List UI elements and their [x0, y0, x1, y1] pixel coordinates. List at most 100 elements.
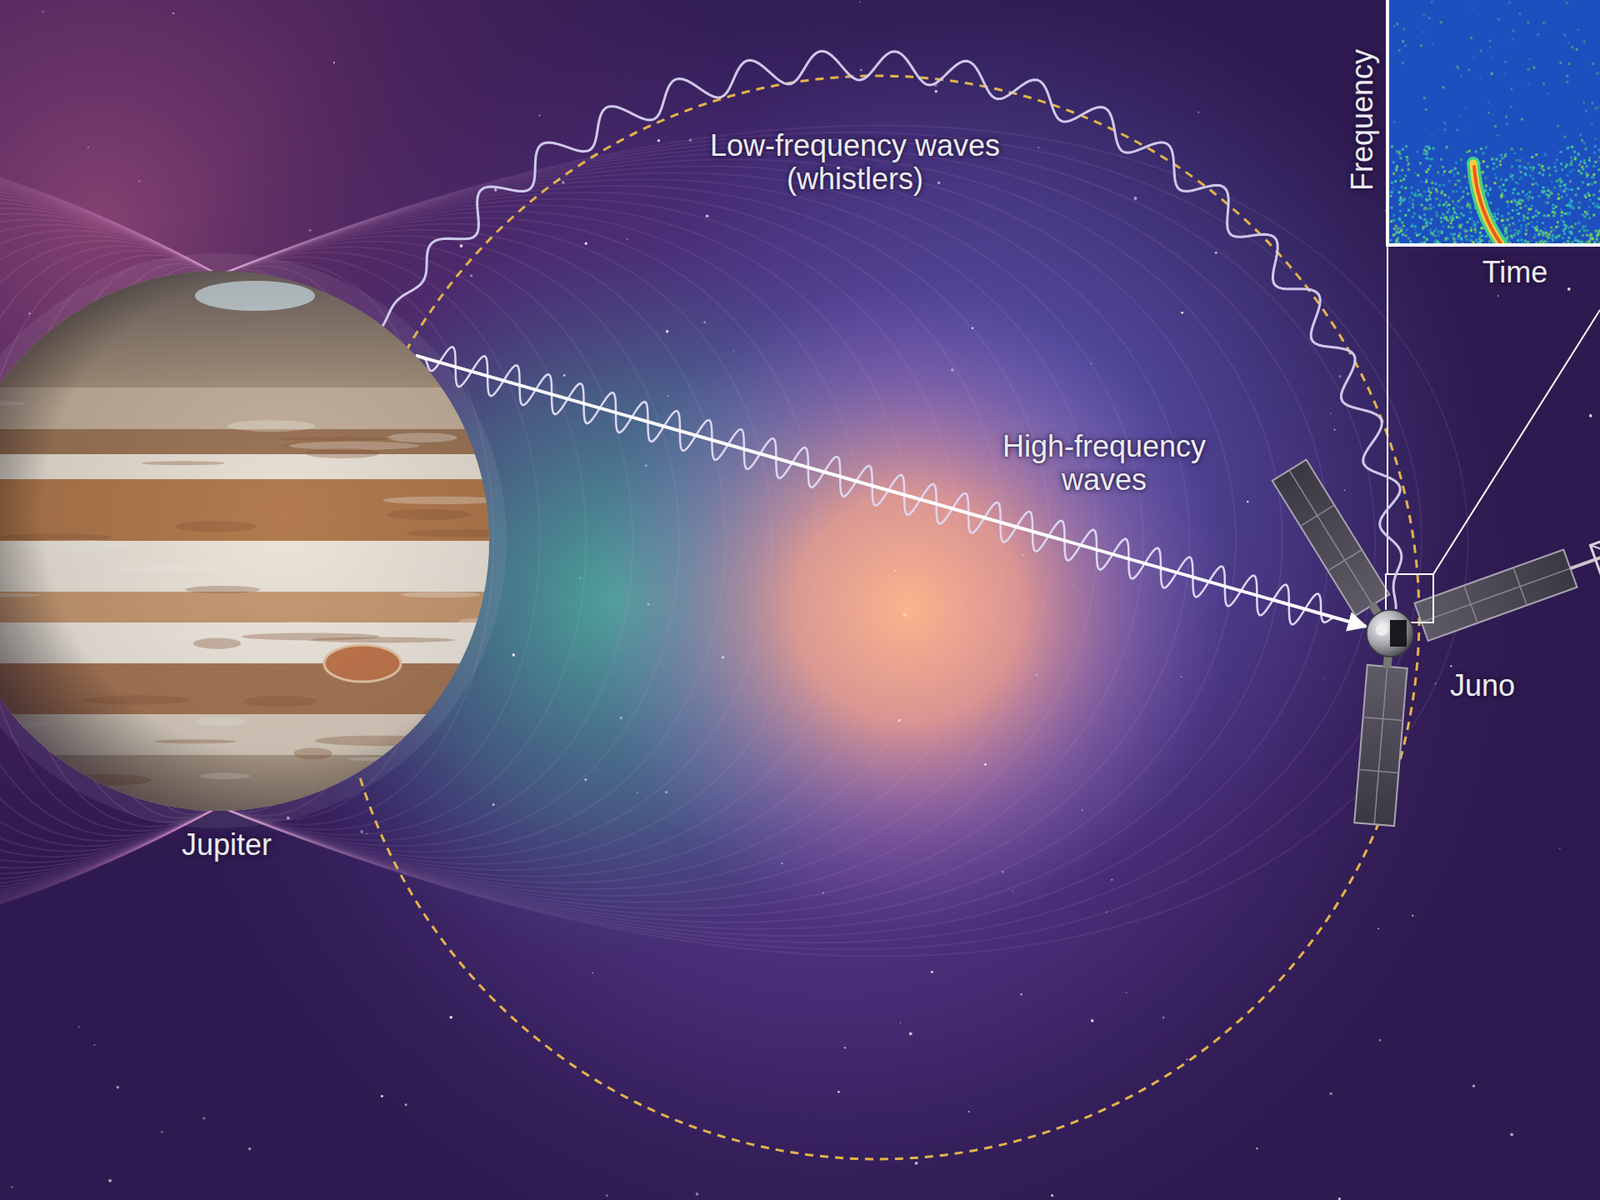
spectrogram-speckle [1565, 80, 1569, 84]
spectrogram-speckle [1533, 236, 1536, 240]
spectrogram-speckle [1484, 176, 1487, 180]
spectrogram-speckle [1430, 218, 1433, 221]
spectrogram-speckle [1500, 194, 1503, 197]
spectrogram-speckle [1443, 215, 1446, 219]
spectrogram-speckle [1502, 183, 1505, 186]
spectrogram-speckle [1519, 170, 1522, 174]
spectrogram-speckle [1493, 212, 1496, 215]
spectrogram-speckle [1508, 0, 1511, 4]
spectrogram-speckle [1538, 233, 1541, 236]
spectrogram-speckle [1398, 150, 1401, 153]
spectrogram-speckle [1583, 161, 1586, 165]
spectrogram-speckle [1398, 203, 1401, 206]
spectrogram-speckle [1471, 235, 1475, 238]
spectrogram-speckle [1553, 211, 1556, 215]
spectrogram-speckle [1434, 235, 1437, 238]
spectrogram-speckle [1588, 182, 1591, 185]
spectrogram-speckle [1504, 225, 1507, 228]
spectrogram-speckle [1556, 124, 1560, 127]
spectrogram-speckle [1445, 145, 1449, 149]
spectrogram-speckle [1598, 155, 1600, 159]
spectrogram-speckle [1525, 192, 1529, 195]
spectrogram-speckle [1516, 239, 1520, 242]
spectrogram-speckle [1564, 165, 1567, 169]
spectrogram-speckle [1414, 191, 1417, 195]
spectrogram-speckle [1550, 230, 1553, 233]
spectrogram-speckle [1579, 133, 1582, 136]
spectrogram-speckle [1414, 225, 1417, 228]
spectrogram-speckle [1584, 147, 1587, 150]
star [380, 1095, 384, 1098]
zoom-line [1386, 246, 1389, 575]
spectrogram-speckle [1536, 33, 1540, 36]
spectrogram-speckle [1527, 68, 1530, 71]
spectrogram-speckle [1390, 145, 1394, 148]
spectrogram-speckle [1576, 28, 1580, 31]
spectrogram-speckle [1490, 201, 1493, 205]
spectrogram-speckle [1440, 230, 1444, 234]
star [1411, 915, 1415, 918]
spectrogram-speckle [1534, 233, 1537, 236]
spectrogram-speckle [1422, 235, 1425, 239]
spectrogram-speckle [1531, 215, 1535, 219]
spectrogram-speckle [1435, 190, 1439, 193]
spectrogram-speckle [1433, 240, 1436, 244]
spectrogram-speckle [1427, 187, 1430, 190]
spectrogram-speckle [1411, 205, 1415, 209]
spacecraft-node: Juno [1365, 608, 1415, 659]
spectrogram-speckle [1517, 199, 1520, 202]
star [1035, 674, 1038, 676]
spectrogram-speckle [1465, 235, 1468, 238]
spectrogram-speckle [1398, 152, 1401, 155]
spectrogram-speckle [1516, 212, 1520, 215]
spectrogram-speckle [1393, 120, 1396, 124]
spectrogram-speckle [1525, 225, 1528, 229]
spectrogram-speckle [1429, 204, 1432, 207]
spectrogram-speckle [1597, 197, 1600, 200]
spectrogram-speckle [1465, 150, 1469, 154]
spectrogram-speckle [1514, 232, 1517, 235]
spectrogram-speckle [1479, 75, 1482, 79]
spectrogram-speckle [1567, 213, 1570, 216]
spectrogram-speckle [1405, 159, 1409, 162]
spectrogram-speckle [1596, 105, 1600, 109]
spectrogram-speckle [1429, 197, 1432, 200]
spectrogram-speckle [1428, 147, 1431, 150]
spectrogram-speckle [1455, 203, 1458, 206]
solar-panel [1272, 460, 1390, 616]
star [645, 464, 648, 467]
spectrogram-speckle [1470, 229, 1473, 232]
spectrogram-speckle [1555, 225, 1558, 229]
spectrogram-speckle [1526, 216, 1530, 220]
spectrogram-speckle [1495, 217, 1499, 220]
spectrogram-speckle [1447, 208, 1450, 211]
cloud-streak [430, 733, 490, 742]
spectrogram-speckle [1541, 221, 1545, 225]
spectrogram-speckle [1423, 190, 1426, 193]
spectrogram-speckle [1440, 220, 1443, 224]
spectrogram-speckle [1520, 117, 1524, 120]
field-lines [0, 125, 1469, 957]
whistler-wave [382, 50, 1402, 609]
star [721, 655, 725, 659]
spectrogram-speckle [1464, 175, 1467, 178]
magnetometer-frame [1590, 532, 1600, 574]
spectrogram-speckle [1509, 216, 1512, 220]
panel-divider [1513, 567, 1527, 605]
spectrogram-speckle [1592, 173, 1595, 176]
spectrogram-speckle [1469, 206, 1472, 210]
spectrogram-speckle [1448, 203, 1451, 206]
spectrogram-speckle [1395, 239, 1399, 242]
spectrogram-speckle [1519, 159, 1522, 162]
spectrogram-speckle [1395, 150, 1399, 153]
spectrogram-speckle [1399, 226, 1402, 230]
star [1185, 1058, 1188, 1060]
spectrogram-speckle [1510, 229, 1513, 232]
spectrogram-speckle [1432, 205, 1435, 209]
spectrogram-speckle [1447, 225, 1450, 229]
spectrogram-speckle [1531, 177, 1535, 180]
spectrogram-speckle [1400, 169, 1404, 172]
star [984, 763, 987, 766]
spectrogram-speckle [1450, 226, 1454, 230]
spectrogram-speckle [1453, 232, 1456, 235]
